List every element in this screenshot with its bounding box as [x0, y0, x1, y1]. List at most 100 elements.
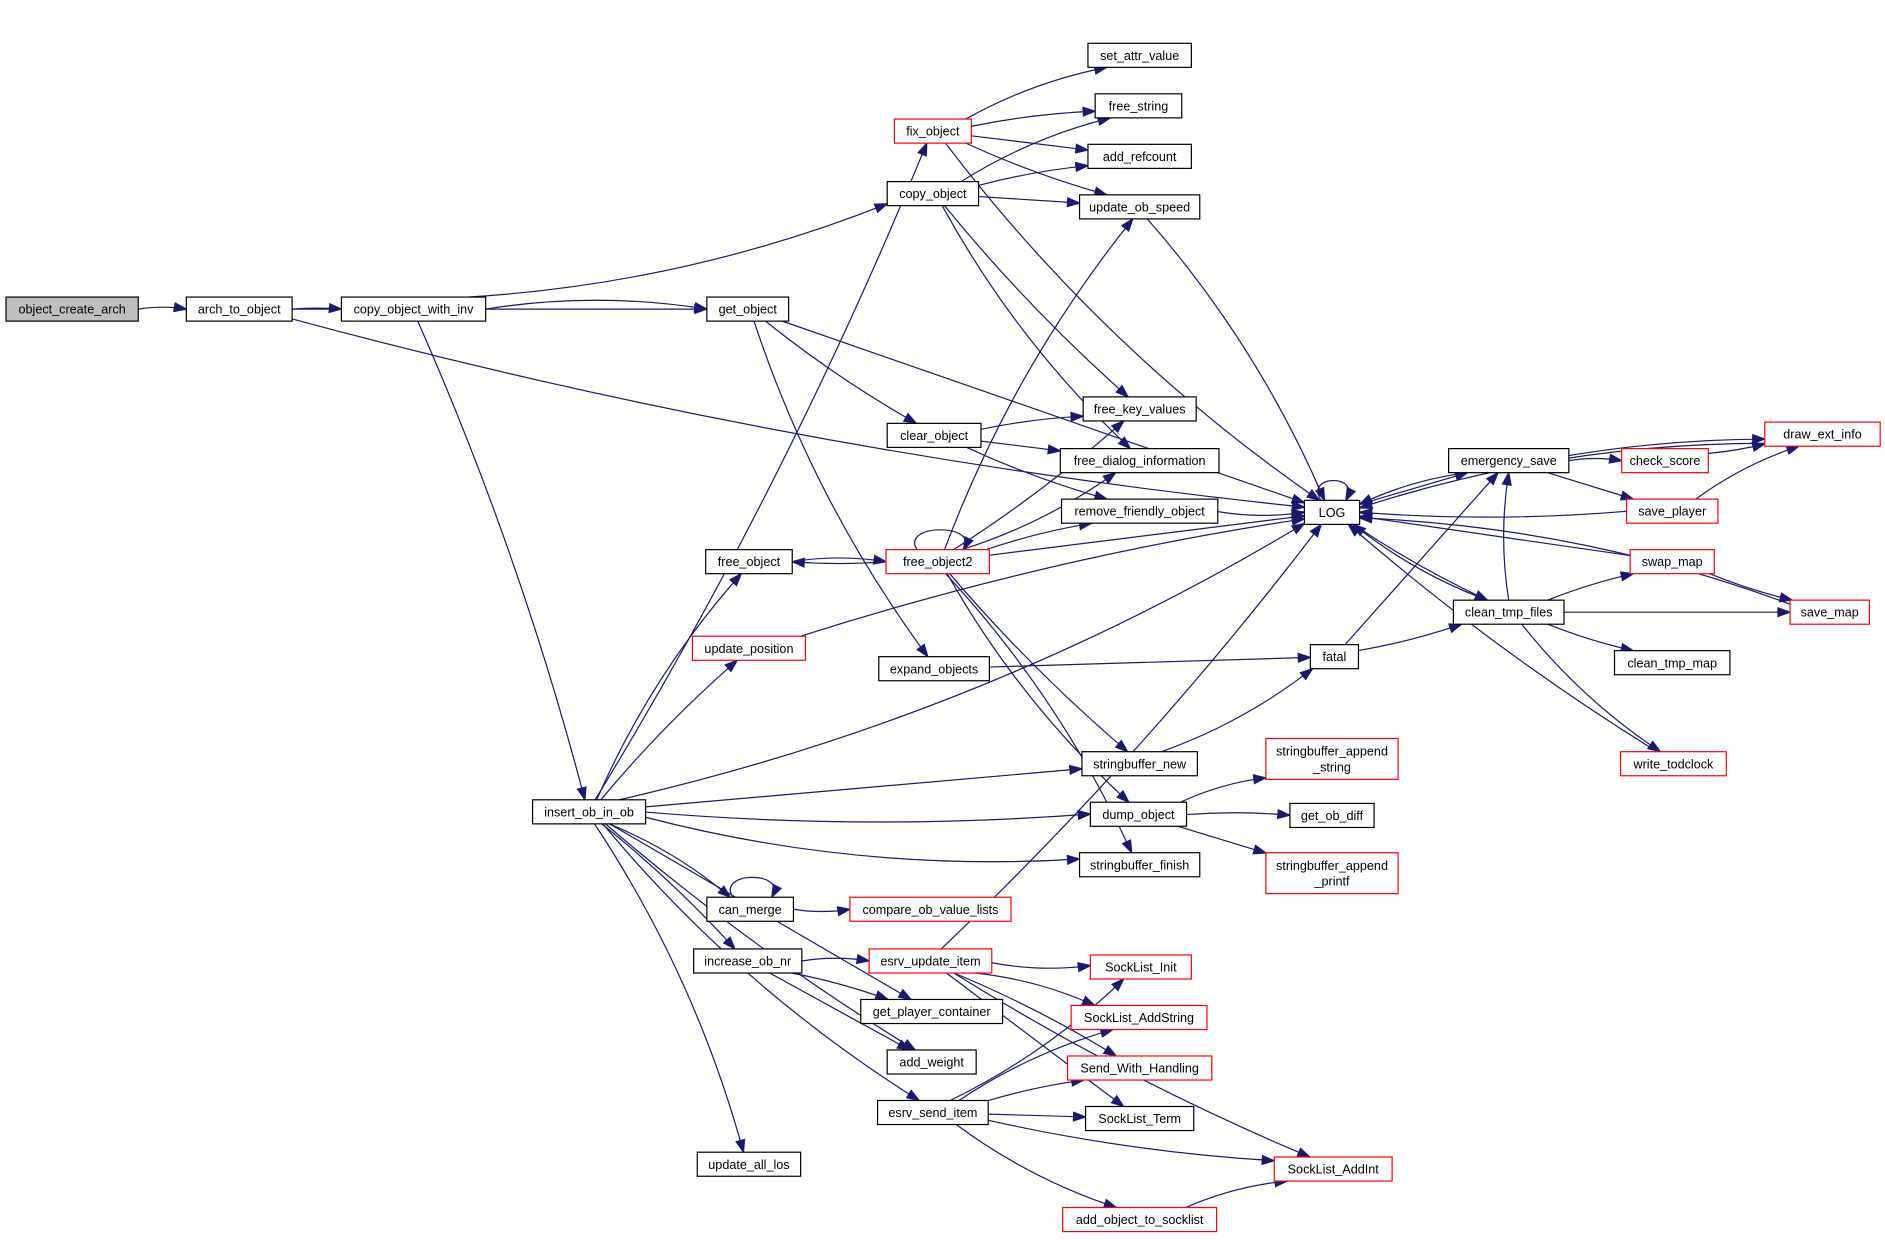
node-save-map[interactable]: save_map [1789, 599, 1870, 625]
node-check-score[interactable]: check_score [1621, 448, 1709, 474]
edge-insert_ob_in_ob-to-can_merge [608, 823, 732, 899]
node-box [1089, 954, 1192, 980]
node-save-player[interactable]: save_player [1625, 498, 1719, 524]
node-label: esrv_send_item [888, 1106, 977, 1120]
arrow-head-icon [917, 141, 928, 157]
node-box [1078, 194, 1201, 220]
edge-esrv_send_item-to-add_object_to_socklist [955, 1124, 1119, 1209]
edge-line [1709, 573, 1793, 601]
arrow-head-icon [1608, 453, 1624, 464]
node-free-dialog-information[interactable]: free_dialog_information [1059, 448, 1220, 474]
node-update-position[interactable]: update_position [691, 635, 807, 661]
node-socklist-term[interactable]: SockList_Term [1084, 1105, 1195, 1132]
node-add-refcount[interactable]: add_refcount [1087, 143, 1192, 169]
edge-line [985, 522, 1092, 551]
edge-line [1186, 812, 1290, 816]
edge-save_player-to-draw_ext_info [1695, 445, 1801, 500]
node-add-object-to-socklist[interactable]: add_object_to_socklist [1062, 1206, 1218, 1233]
node-clean-tmp-files[interactable]: clean_tmp_files [1452, 599, 1565, 625]
node-remove-friendly-object[interactable]: remove_friendly_object [1060, 498, 1219, 524]
node-esrv-send-item[interactable]: esrv_send_item [876, 1099, 989, 1126]
node-label: update_ob_speed [1089, 200, 1190, 214]
node-draw-ext-info[interactable]: draw_ext_info [1764, 421, 1881, 447]
edge-line [1359, 515, 1631, 557]
edge-insert_ob_in_ob-to-stringbuffer_finish [645, 816, 1082, 865]
node-clean-tmp-map[interactable]: clean_tmp_map [1613, 650, 1731, 676]
node-fatal[interactable]: fatal [1309, 644, 1360, 670]
edges-layer [138, 64, 1801, 1209]
node-box [696, 1151, 802, 1177]
node-esrv-update-item[interactable]: esrv_update_item [868, 948, 993, 974]
node-stringbuffer-append-printf[interactable]: stringbuffer_append_printf [1265, 852, 1399, 895]
edge-insert_ob_in_ob-to-dump_object [645, 809, 1093, 823]
node-write-todclock[interactable]: write_todclock [1619, 751, 1727, 777]
edge-line [467, 203, 888, 298]
node-arch-to-object[interactable]: arch_to_object [185, 296, 293, 322]
edge-insert_ob_in_ob-to-increase_ob_nr [601, 823, 737, 951]
node-expand-objects[interactable]: expand_objects [878, 656, 990, 682]
node-update-all-los[interactable]: update_all_los [696, 1151, 802, 1177]
arrow-head-icon [1110, 1094, 1126, 1108]
node-free-key-values[interactable]: free_key_values [1082, 396, 1197, 422]
node-box [1452, 599, 1565, 625]
node-send-with-handling[interactable]: Send_With_Handling [1066, 1055, 1213, 1081]
edge-line [958, 1028, 1114, 1101]
edge-line [978, 195, 1080, 204]
node-increase-ob-nr[interactable]: increase_ob_nr [693, 948, 803, 974]
edge-line [1358, 623, 1462, 652]
node-label: emergency_save [1461, 454, 1557, 468]
node-get-player-container[interactable]: get_player_container [860, 998, 1004, 1025]
arrow-head-icon [1290, 493, 1307, 504]
arrow-head-icon [1357, 513, 1373, 524]
node-compare-ob-value-lists[interactable]: compare_ob_value_lists [849, 896, 1012, 922]
node-label: Send_With_Handling [1080, 1062, 1198, 1076]
node-stringbuffer-append-string[interactable]: stringbuffer_append_string [1265, 737, 1399, 780]
node-fix-object[interactable]: fix_object [893, 118, 972, 144]
node-free-object2[interactable]: free_object2 [885, 549, 990, 575]
edge-line [800, 518, 1305, 637]
node-stringbuffer-new[interactable]: stringbuffer_new [1081, 751, 1198, 777]
node-clear-object[interactable]: clear_object [886, 422, 982, 449]
edge-line [485, 299, 707, 310]
node-label: update_all_los [708, 1158, 789, 1172]
node-emergency-save[interactable]: emergency_save [1448, 448, 1570, 474]
edge-line [792, 557, 887, 563]
edge-copy_object-to-add_refcount [978, 161, 1090, 186]
node-socklist-addint[interactable]: SockList_AddInt [1273, 1156, 1393, 1182]
node-copy-object-with-inv[interactable]: copy_object_with_inv [340, 296, 487, 322]
node-get-object[interactable]: get_object [706, 296, 790, 322]
arrow-head-icon [1290, 522, 1306, 535]
node-label: SockList_Term [1098, 1112, 1181, 1126]
edge-esrv_send_item-to-SockList_Init [949, 977, 1125, 1102]
node-free-string[interactable]: free_string [1094, 93, 1183, 119]
node-box [1066, 1055, 1213, 1081]
edge-line [594, 823, 745, 1153]
edge-esrv_update_item-to-Send_With_Handling [953, 972, 1118, 1057]
node-can-merge[interactable]: can_merge [706, 896, 795, 922]
arrow-head-icon [1082, 106, 1097, 117]
node-get-ob-diff[interactable]: get_ob_diff [1289, 802, 1375, 829]
node-swap-map[interactable]: swap_map [1629, 549, 1715, 575]
edge-line [645, 811, 1091, 823]
node-free-object[interactable]: free_object [705, 549, 793, 575]
node-log[interactable]: LOG [1303, 499, 1361, 525]
node-dump-object[interactable]: dump_object [1089, 801, 1188, 827]
node-copy-object[interactable]: copy_object [886, 181, 980, 207]
arrow-head-icon [897, 988, 913, 1001]
node-label: stringbuffer_append [1276, 745, 1388, 759]
edge-line [988, 1119, 1275, 1162]
node-socklist-init[interactable]: SockList_Init [1089, 954, 1192, 980]
node-box [531, 799, 647, 825]
node-stringbuffer-finish[interactable]: stringbuffer_finish [1078, 852, 1201, 878]
node-add-weight[interactable]: add_weight [886, 1049, 977, 1075]
node-update-ob-speed[interactable]: update_ob_speed [1078, 194, 1201, 220]
edge-update_ob_speed-to-LOG [1146, 218, 1326, 502]
node-socklist-addstring[interactable]: SockList_AddString [1070, 1004, 1208, 1031]
arrow-head-icon [790, 557, 806, 568]
node-insert-ob-in-ob[interactable]: insert_ob_in_ob [531, 799, 647, 825]
edge-clean_tmp_files-to-emergency_save [1501, 470, 1512, 601]
node-set-attr-value[interactable]: set_attr_value [1087, 42, 1192, 68]
node-box [849, 896, 1012, 922]
node-label: clean_tmp_map [1627, 656, 1717, 670]
node-box [1303, 499, 1361, 525]
